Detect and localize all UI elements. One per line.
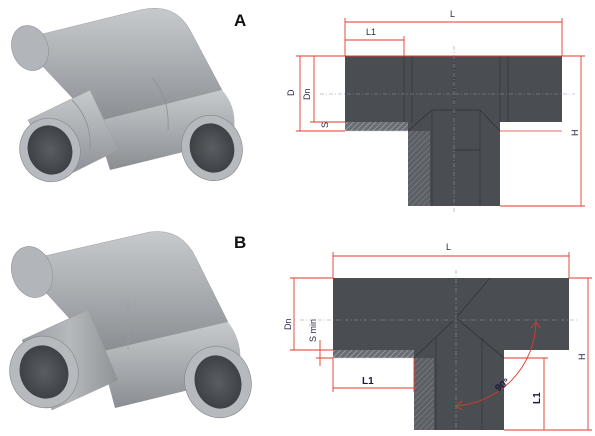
dim-a-Dn: Dn (302, 88, 312, 100)
tee-a-section-drawing: A L L1 (234, 9, 585, 214)
dim-b-L: L (446, 242, 451, 252)
section-a-letter: A (234, 11, 246, 30)
dim-a-D: D (286, 89, 296, 96)
dim-a-L: L (450, 9, 455, 19)
dim-b-L1-horizontal: L1 (362, 376, 374, 387)
tee-b-3d-render (9, 231, 252, 419)
dim-a-S: S (320, 122, 330, 128)
dim-a-L1: L1 (366, 27, 376, 37)
tee-a-3d-render (11, 8, 243, 183)
dim-b-H: H (577, 354, 587, 361)
dim-b-L1-vertical: L1 (532, 392, 543, 404)
tee-b-section-drawing: B L Dn S min L1 (234, 233, 592, 432)
section-b-letter: B (234, 233, 246, 252)
dim-b-S-min: S min (308, 319, 318, 342)
dim-b-Dn: Dn (283, 318, 293, 330)
dim-a-H: H (570, 130, 580, 137)
